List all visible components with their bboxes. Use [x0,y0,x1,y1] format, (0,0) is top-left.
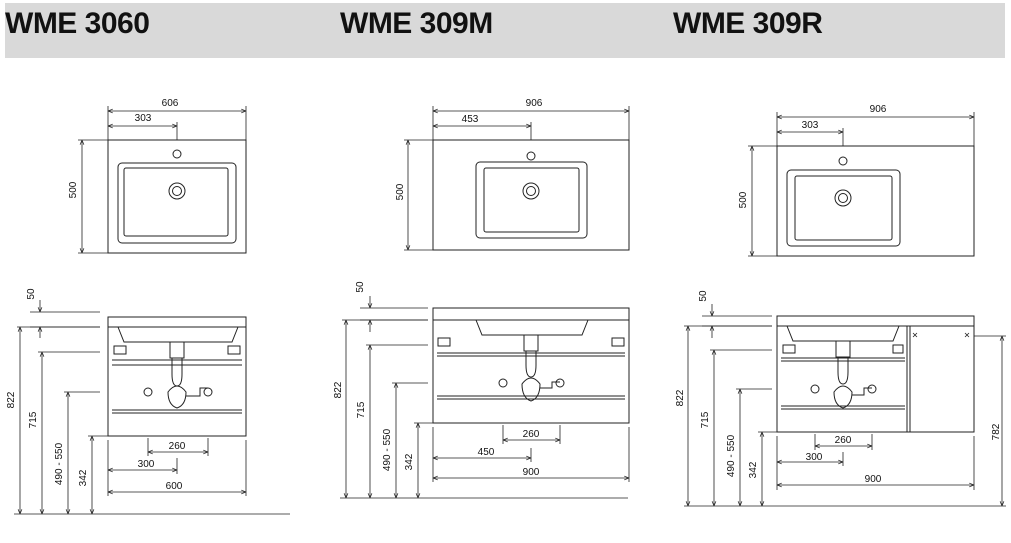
dim-cabinet-height: 782 [991,423,1002,440]
dim-width: 600 [166,481,183,492]
dim-range: 490 - 550 [382,428,393,471]
dim-siphon: 342 [78,469,89,486]
top-dimensions-wme-3060 [78,106,247,254]
dim-width: 900 [523,467,540,478]
dim-tap-offset: 303 [135,113,152,124]
dim-height: 822 [675,389,686,406]
dim-half: 300 [138,459,155,470]
dim-counter: 50 [355,281,366,293]
front-view-wme-309m [432,307,630,424]
dim-half: 300 [806,452,823,463]
dim-drain: 715 [356,401,367,418]
dim-drain: 715 [28,411,39,428]
dim-half: 450 [478,447,495,458]
top-dimensions-wme-309m [404,106,630,251]
dim-drain: 715 [700,411,711,428]
dim-top-depth: 500 [68,181,79,198]
dim-top-width: 906 [526,98,543,109]
dim-tap-offset: 303 [802,120,819,131]
dim-range: 490 - 550 [54,442,65,485]
dim-top-depth: 500 [395,183,406,200]
dim-width: 900 [865,474,882,485]
top-view-wme-3060 [107,139,247,254]
front-dimensions-wme-309m [340,296,630,499]
model-title-wme-3060: WME 3060 [5,7,150,40]
top-view-wme-309r [776,145,975,257]
dim-range: 490 - 550 [726,434,737,477]
dim-sub-width: 260 [835,435,852,446]
front-view-wme-309r [776,315,975,433]
header-bar [5,3,1005,58]
dim-counter: 50 [26,288,37,300]
dim-top-depth: 500 [738,191,749,208]
top-dimensions-wme-309r [748,112,975,257]
model-title-wme-309r: WME 309R [673,7,823,40]
dim-tap-offset: 453 [462,114,479,125]
front-dimensions-wme-3060 [14,300,290,515]
front-dimensions-wme-309r [684,304,1006,507]
dim-height: 822 [333,381,344,398]
dim-sub-width: 260 [523,429,540,440]
dim-sub-width: 260 [169,441,186,452]
dim-top-width: 606 [162,98,179,109]
dim-top-width: 906 [870,104,887,115]
top-view-wme-309m [432,139,630,251]
model-title-wme-309m: WME 309M [340,7,493,40]
cabinet-markers-wme-309r [912,332,970,338]
front-view-wme-3060 [107,316,247,437]
dim-counter: 50 [698,290,709,302]
dim-siphon: 342 [748,461,759,478]
dim-height: 822 [6,391,17,408]
dim-siphon: 342 [404,453,415,470]
